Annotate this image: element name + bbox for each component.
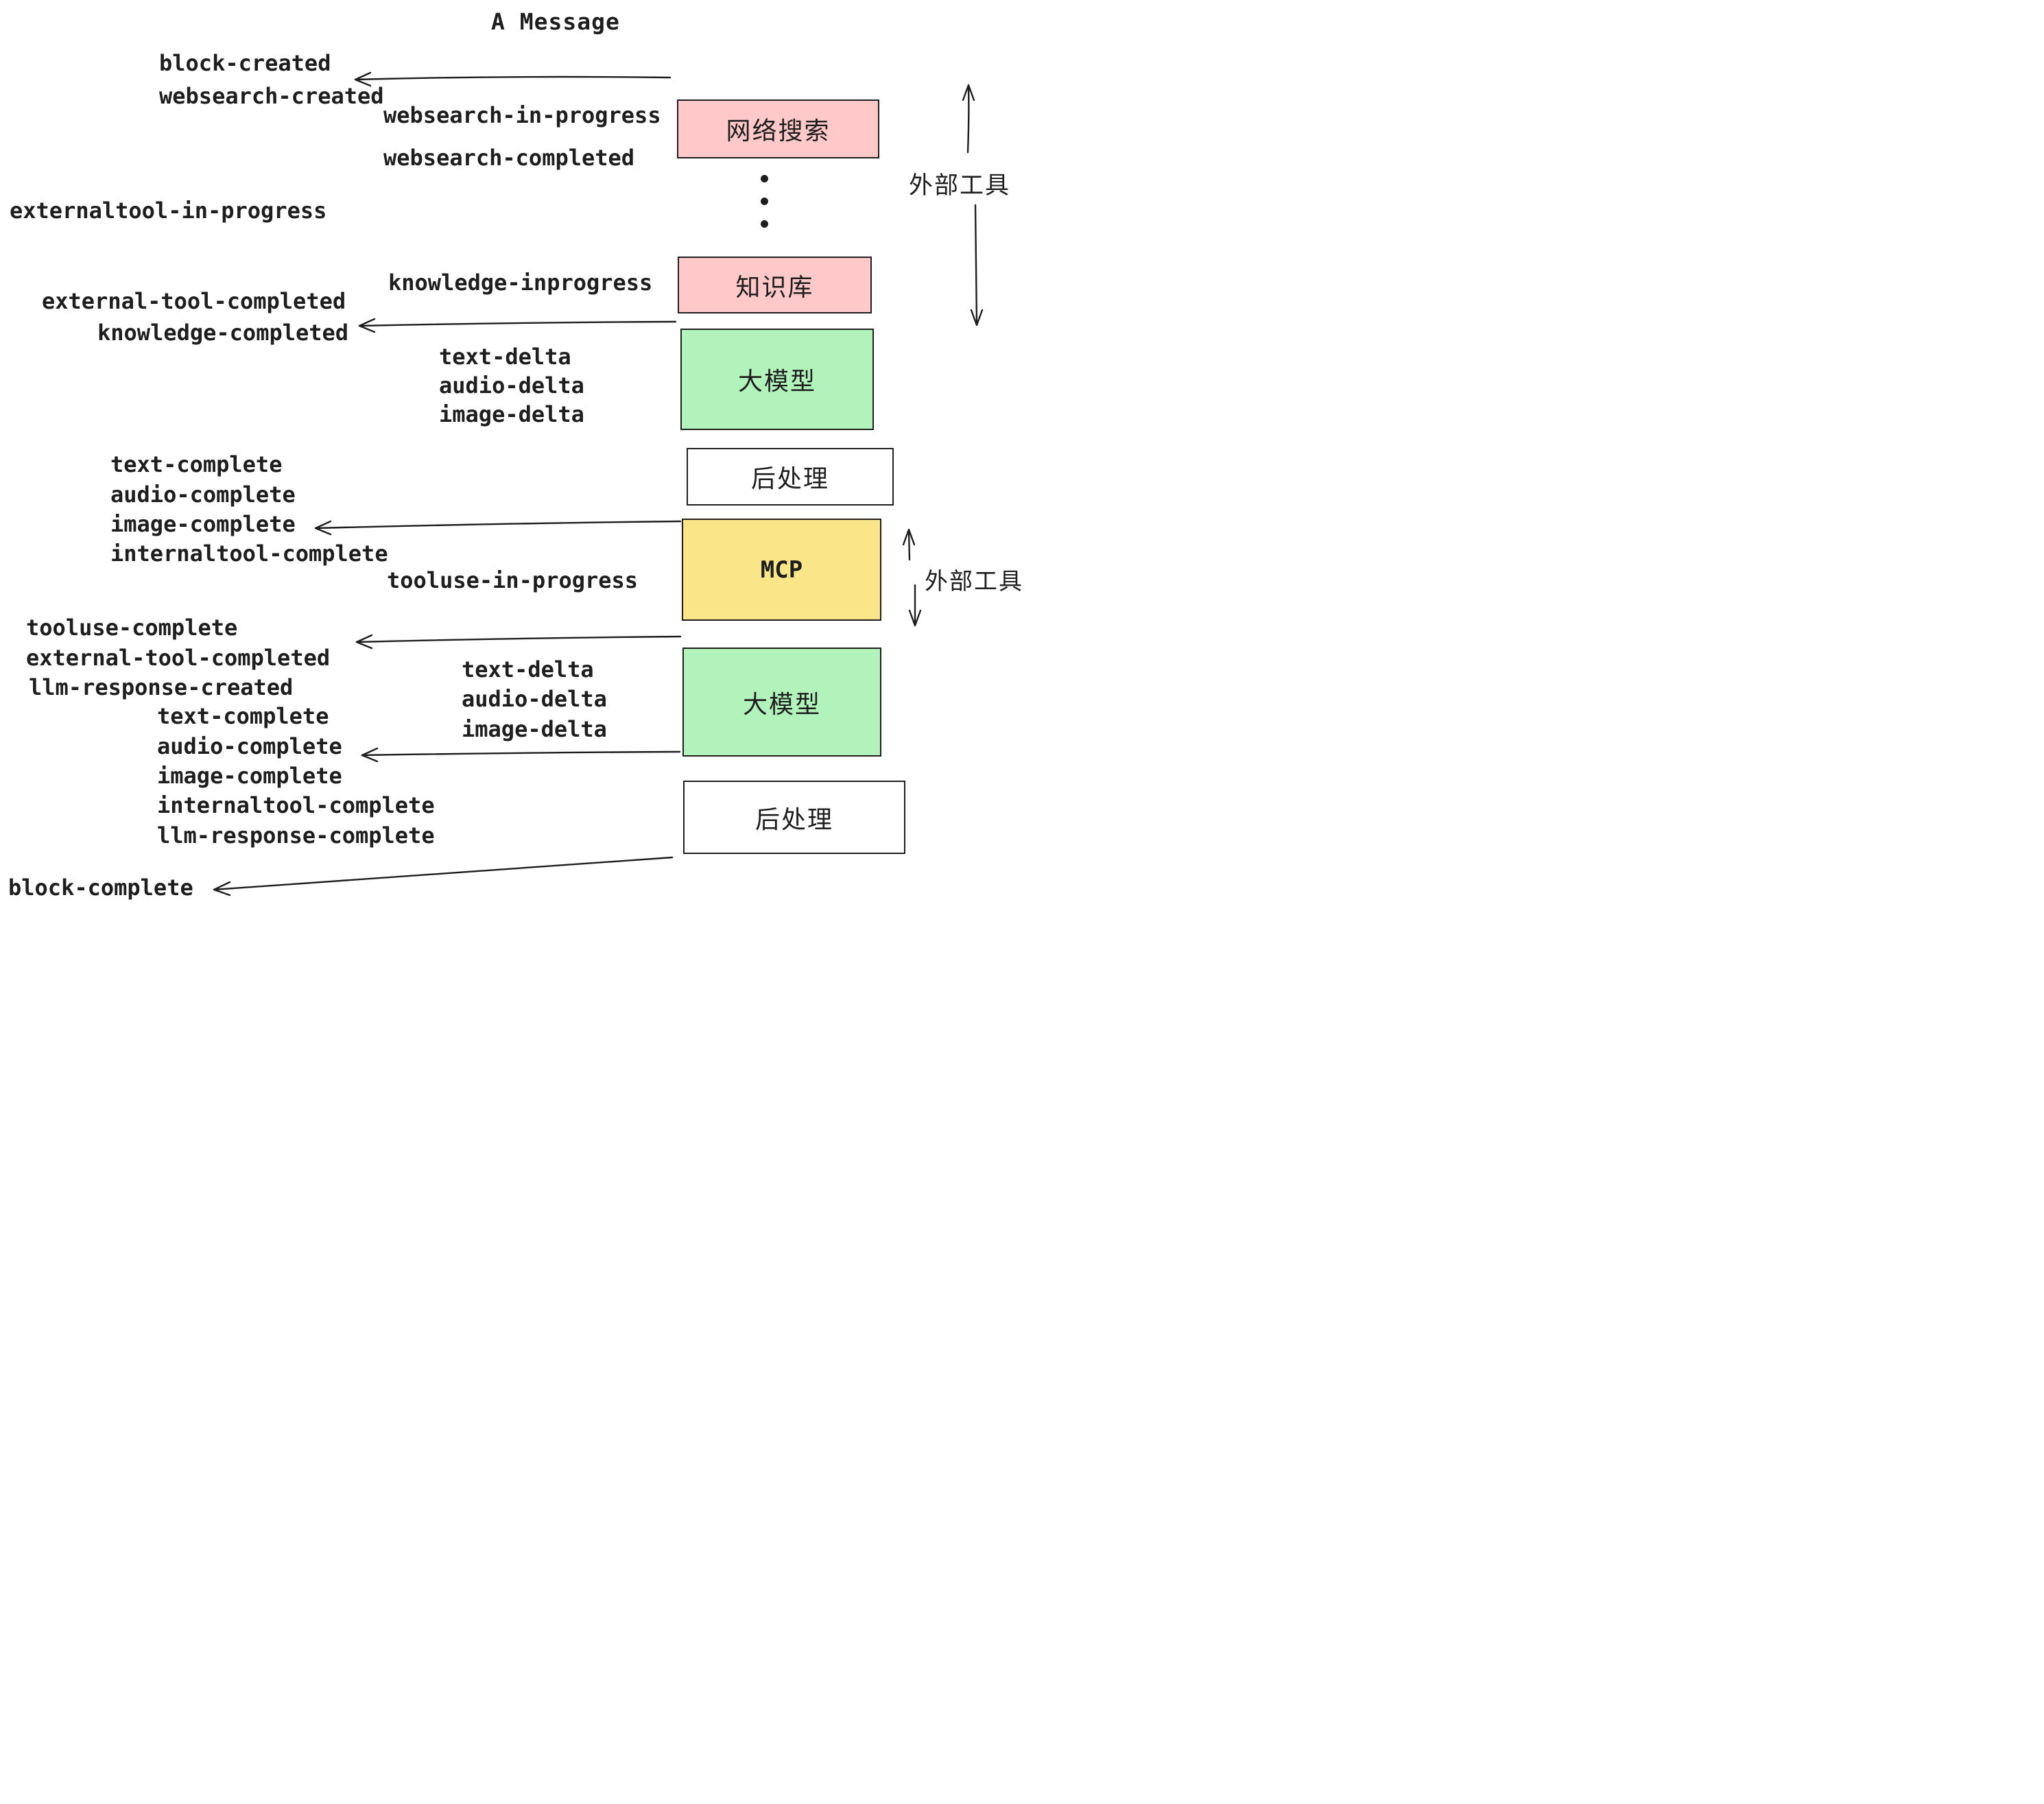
event-label-externaltool-in-progress: externaltool-in-progress: [10, 198, 327, 224]
event-label-internaltool-complete-1: internaltool-complete: [110, 541, 388, 567]
event-label-audio-delta-1: audio-delta: [439, 372, 584, 399]
event-label-image-complete-2: image-complete: [157, 763, 342, 789]
event-label-image-delta-1: image-delta: [439, 401, 584, 427]
box-knowledge: 知识库: [678, 257, 872, 313]
arrow-mcp-to-complete-events: [314, 520, 682, 536]
event-label-websearch-in-progress: websearch-in-progress: [383, 102, 661, 128]
event-label-text-complete-1: text-complete: [110, 451, 283, 477]
diagram-canvas: A Message block-created websearch-create…: [0, 0, 1022, 902]
box-postprocess-1-label: 后处理: [750, 464, 829, 492]
box-postprocess-1: 后处理: [687, 448, 894, 506]
event-label-image-delta-2: image-delta: [462, 716, 607, 742]
box-llm-2-label: 大模型: [742, 689, 821, 718]
event-label-block-created: block-created: [159, 50, 331, 76]
box-llm-1: 大模型: [680, 329, 874, 430]
event-label-internaltool-complete-2: internaltool-complete: [157, 792, 435, 818]
dot: [761, 175, 768, 182]
event-label-external-tool-completed-2: external-tool-completed: [26, 645, 331, 671]
event-label-llm-response-created: llm-response-created: [29, 674, 294, 700]
arrow-llm1-to-knowledge-completed: [358, 318, 677, 333]
arrow-websearch-to-created-events: [354, 71, 672, 87]
box-websearch: 网络搜索: [677, 99, 879, 158]
event-label-websearch-completed: websearch-completed: [383, 145, 635, 171]
arrow-external-tools-up-2: [902, 528, 916, 561]
box-postprocess-2: 后处理: [683, 781, 905, 854]
arrow-llm2-to-audio-complete: [361, 747, 681, 763]
arrow-mcp-to-tooluse-complete: [355, 634, 682, 650]
arrow-postprocess2-to-block-complete: [213, 856, 674, 897]
box-postprocess-2-label: 后处理: [754, 805, 833, 833]
box-llm-2: 大模型: [682, 648, 881, 757]
event-label-websearch-created: websearch-created: [159, 83, 384, 109]
event-label-llm-response-complete: llm-response-complete: [157, 822, 435, 848]
ellipsis-icon: [761, 175, 768, 228]
event-label-image-complete-1: image-complete: [110, 511, 296, 537]
dot: [761, 220, 768, 228]
box-mcp-label: MCP: [760, 556, 803, 584]
event-label-external-tool-completed-1: external-tool-completed: [42, 288, 346, 314]
page-title: A Message: [491, 8, 620, 35]
event-label-audio-complete-1: audio-complete: [110, 482, 296, 508]
event-label-tooluse-in-progress: tooluse-in-progress: [387, 567, 639, 593]
event-label-audio-complete-2: audio-complete: [157, 733, 342, 759]
event-label-text-delta-1: text-delta: [439, 344, 571, 370]
event-label-knowledge-completed: knowledge-completed: [97, 320, 349, 346]
event-label-audio-delta-2: audio-delta: [462, 686, 607, 712]
event-label-text-delta-2: text-delta: [462, 656, 594, 683]
external-tools-label-top: 外部工具: [909, 172, 1011, 199]
event-label-block-complete: block-complete: [8, 875, 193, 901]
box-websearch-label: 网络搜索: [726, 117, 831, 145]
event-label-text-complete-2: text-complete: [157, 703, 329, 729]
arrow-external-tools-down-1: [970, 204, 984, 327]
arrow-external-tools-up-1: [962, 84, 975, 154]
external-tools-label-mcp: 外部工具: [925, 569, 1022, 595]
arrow-external-tools-down-2: [908, 584, 922, 627]
box-mcp: MCP: [682, 519, 881, 621]
box-knowledge-label: 知识库: [735, 272, 814, 301]
box-llm-1-label: 大模型: [737, 367, 816, 395]
event-label-tooluse-complete: tooluse-complete: [26, 615, 238, 641]
event-label-knowledge-inprogress: knowledge-inprogress: [388, 270, 653, 296]
dot: [761, 198, 768, 205]
